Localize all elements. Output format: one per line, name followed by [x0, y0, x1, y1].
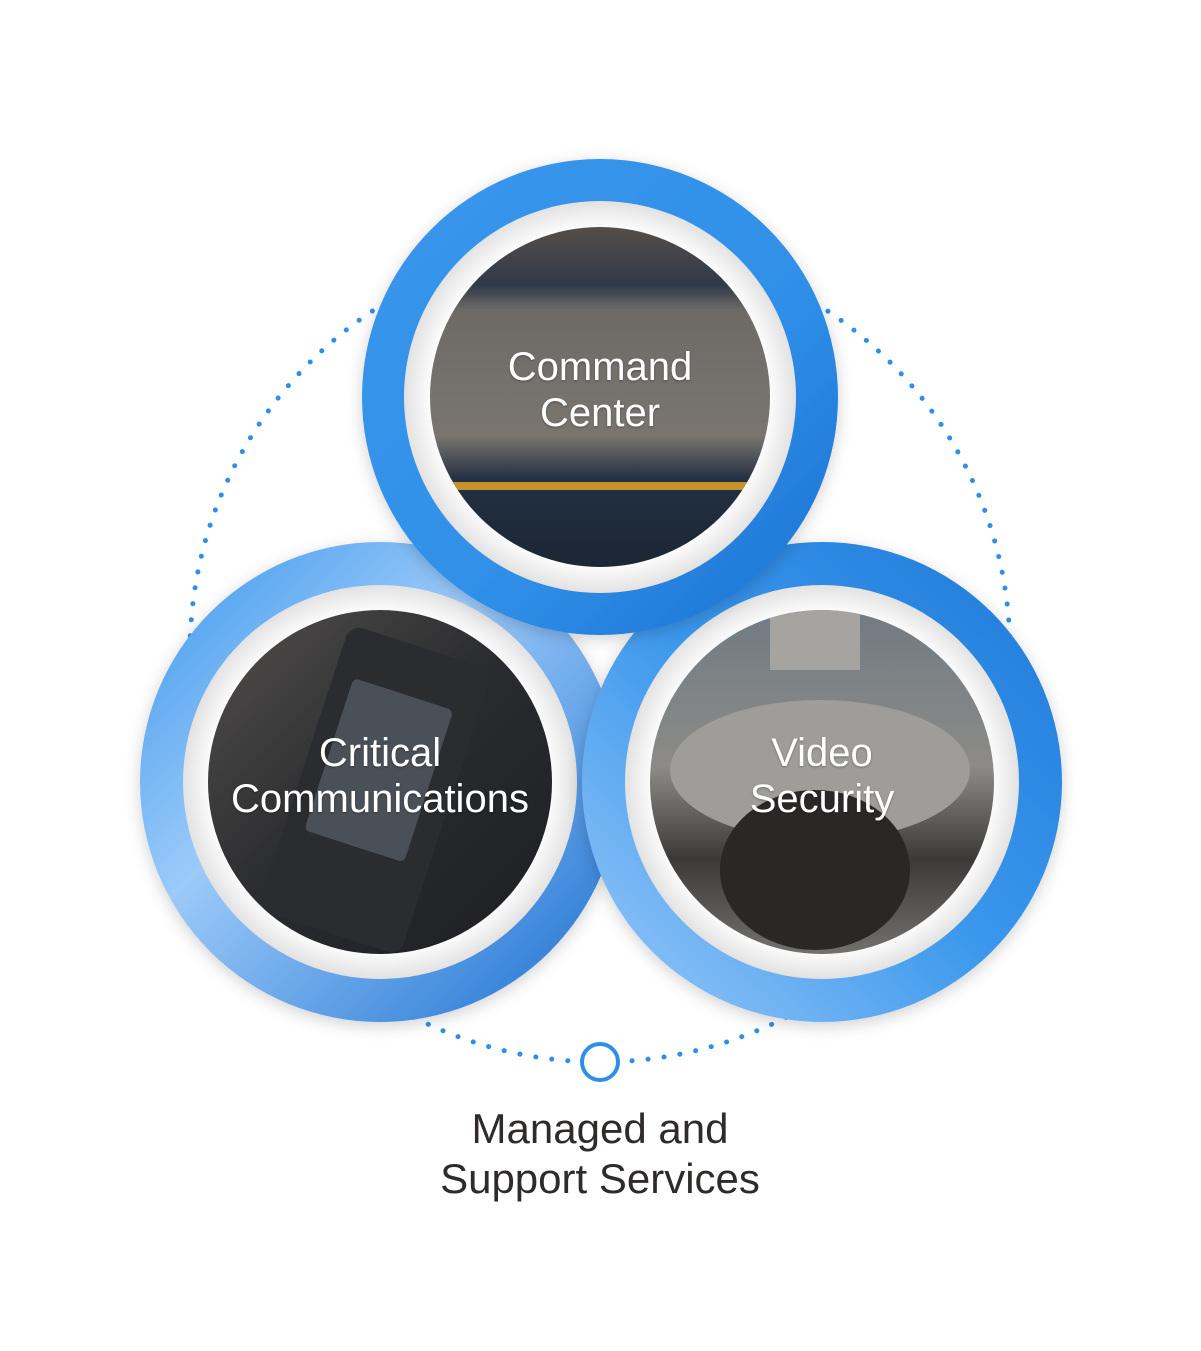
node-video-security[interactable]	[582, 542, 1062, 1022]
caption-line: Managed and	[471, 1105, 729, 1152]
node-command-center[interactable]	[362, 159, 838, 635]
label-line: Video	[771, 731, 873, 775]
caption-managed-support-services: Managed and Support Services	[300, 1104, 900, 1204]
label-line: Security	[749, 777, 895, 821]
label-line: Communications	[231, 777, 529, 821]
label-line: Center	[539, 391, 661, 435]
label-command-center: Command Center	[430, 344, 770, 436]
label-line: Command	[507, 345, 693, 389]
caption-line: Support Services	[440, 1155, 760, 1202]
node-critical-communications[interactable]	[140, 542, 620, 1022]
label-critical-communications: Critical Communications	[200, 730, 560, 822]
dispatch-screen-photo	[430, 227, 770, 567]
label-line: Critical	[318, 731, 442, 775]
label-video-security: Video Security	[652, 730, 992, 822]
managed-services-node-icon	[580, 1042, 620, 1082]
